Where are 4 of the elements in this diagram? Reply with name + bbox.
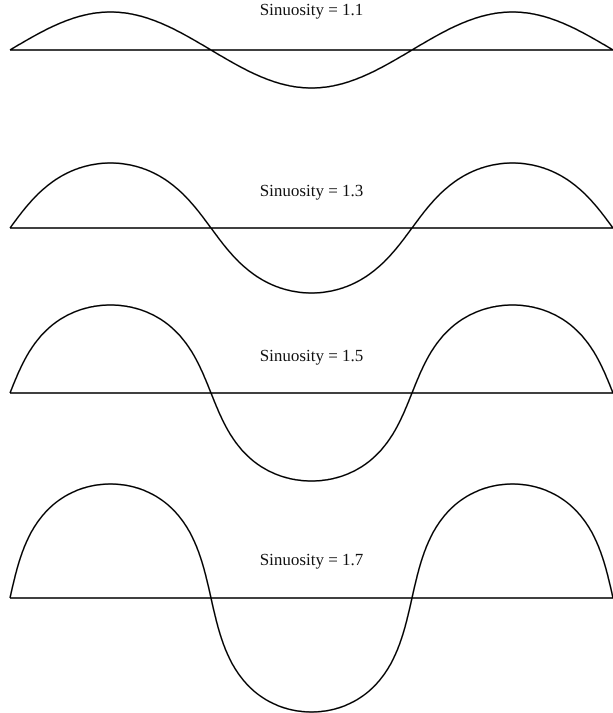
sinuosity-label: Sinuosity = 1.5 — [258, 346, 364, 366]
sinuosity-label: Sinuosity = 1.1 — [258, 0, 364, 20]
sinuosity-label: Sinuosity = 1.3 — [258, 181, 364, 201]
sinuosity-label: Sinuosity = 1.7 — [258, 550, 364, 570]
